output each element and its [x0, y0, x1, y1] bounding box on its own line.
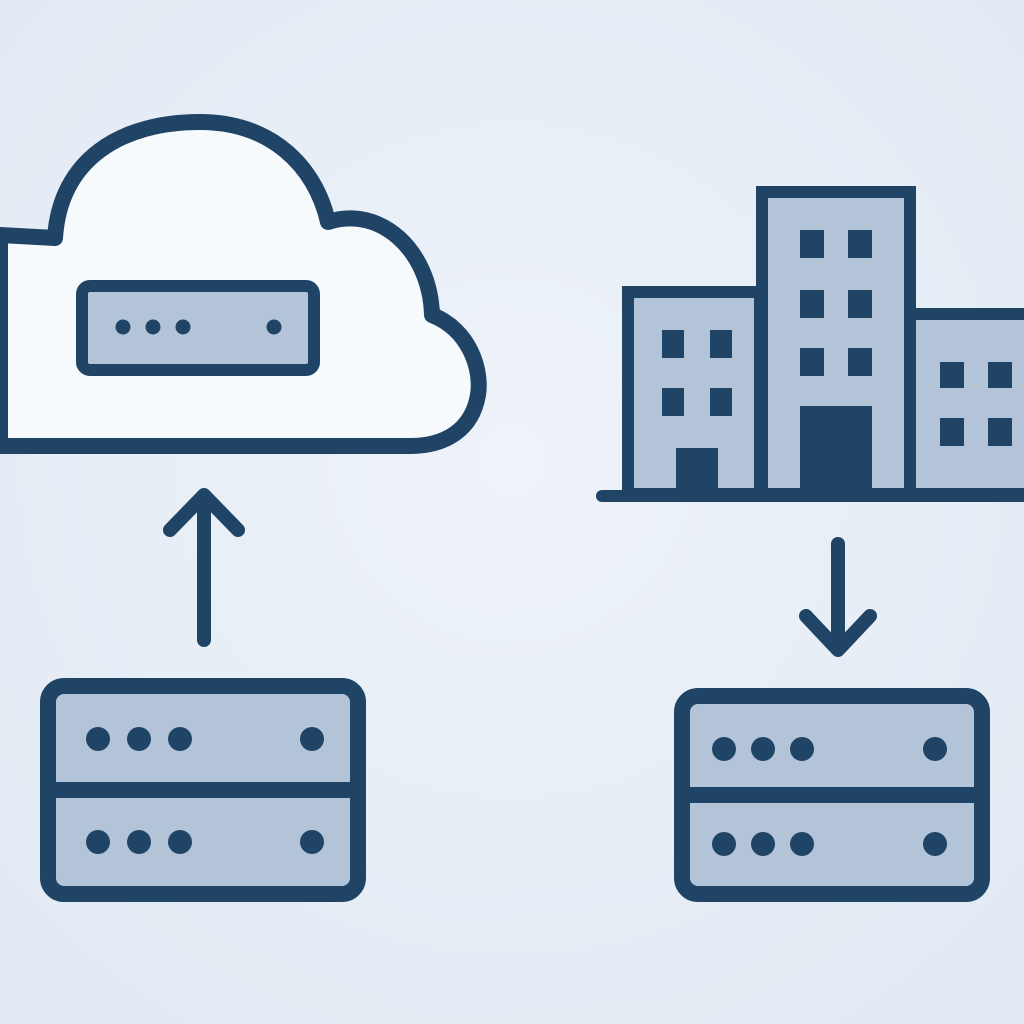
- building-window: [710, 330, 732, 358]
- cloud-server-slot: [76, 280, 320, 376]
- download-arrow-icon: [799, 537, 877, 657]
- building-door: [676, 448, 718, 494]
- server-led: [923, 737, 947, 761]
- building-window: [800, 348, 824, 376]
- building-window: [940, 418, 964, 446]
- upload-arrow-icon: [163, 488, 245, 647]
- building-window: [848, 230, 872, 258]
- building-window: [710, 388, 732, 416]
- cloud-server-icon: [0, 114, 487, 454]
- building-window: [848, 348, 872, 376]
- server-led: [751, 832, 775, 856]
- server-led: [86, 830, 110, 854]
- server-led: [300, 727, 324, 751]
- server-led: [751, 737, 775, 761]
- cloud-server-led: [145, 319, 161, 335]
- server-led: [127, 727, 151, 751]
- server-rack-icon: [674, 688, 990, 902]
- server-led: [712, 737, 736, 761]
- building-window: [800, 230, 824, 258]
- server-led: [790, 737, 814, 761]
- server-led: [168, 727, 192, 751]
- server-led: [127, 830, 151, 854]
- building-door: [800, 406, 872, 494]
- office-buildings-icon: [596, 186, 1024, 502]
- building-window: [848, 290, 872, 318]
- server-led: [712, 832, 736, 856]
- server-led: [923, 832, 947, 856]
- server-rack-icon: [40, 678, 366, 902]
- server-led: [168, 830, 192, 854]
- cloud-server-led: [175, 319, 191, 335]
- building-window: [800, 290, 824, 318]
- server-led: [300, 830, 324, 854]
- building-window: [988, 418, 1012, 446]
- cloud-server-led: [115, 319, 131, 335]
- server-led: [86, 727, 110, 751]
- building-window: [662, 388, 684, 416]
- building-window: [940, 362, 964, 388]
- building-right: [904, 308, 1024, 500]
- server-led: [790, 832, 814, 856]
- building-window: [988, 362, 1012, 388]
- cloud-server-led: [266, 319, 282, 335]
- building-window: [662, 330, 684, 358]
